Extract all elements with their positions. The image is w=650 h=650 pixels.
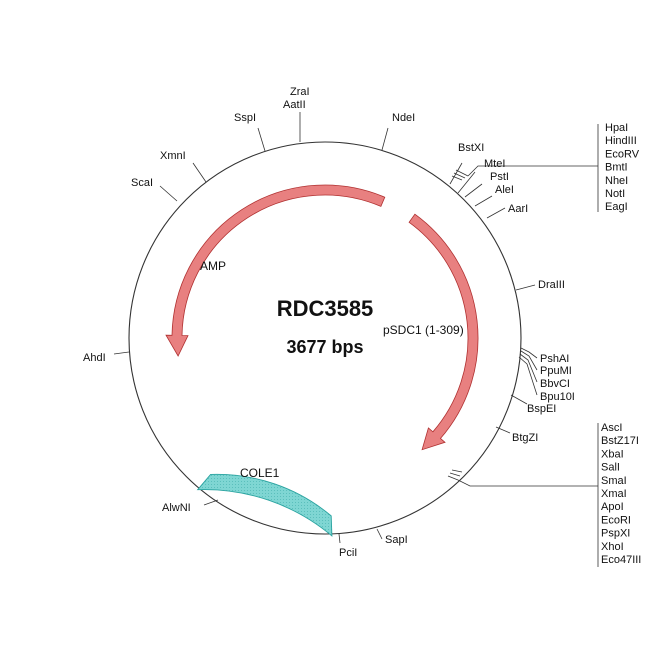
- site-tick-mtei: [457, 171, 476, 194]
- site-label-ppumi[interactable]: PpuMI: [540, 365, 572, 377]
- site-label-apoi[interactable]: ApoI: [601, 501, 624, 513]
- site-tick-psti: [464, 183, 483, 198]
- site-tick-aari: [486, 207, 506, 219]
- leader-ppumi: [520, 350, 538, 371]
- site-label-hindiii[interactable]: HindIII: [605, 135, 637, 147]
- feature-label-cole1: COLE1: [240, 466, 280, 480]
- site-label-xmai[interactable]: XmaI: [601, 488, 627, 500]
- site-label-bbvci[interactable]: BbvCI: [540, 378, 570, 390]
- site-tick-bspei: [510, 394, 528, 405]
- site-label-hpai[interactable]: HpaI: [605, 122, 628, 134]
- site-tick-ahdi: [113, 351, 130, 355]
- map-subtitle: 3677 bps: [286, 337, 363, 357]
- site-lines: [113, 112, 599, 567]
- site-tick-sspi: [257, 127, 266, 152]
- site-label-pspxi[interactable]: PspXI: [601, 528, 630, 540]
- site-tick-sapi: [376, 528, 383, 540]
- site-tick-xmni: [192, 162, 207, 183]
- site-label-mtei[interactable]: MteI: [484, 158, 505, 170]
- psdc1-feature-arrow[interactable]: [408, 213, 479, 451]
- group-top-leaders: [451, 124, 599, 212]
- cole1-feature-box[interactable]: [196, 473, 333, 537]
- site-label-eco47iii[interactable]: Eco47III: [601, 554, 641, 566]
- site-label-pshai[interactable]: PshAI: [540, 353, 569, 365]
- site-tick-scai: [159, 185, 178, 202]
- amp-feature-arrow[interactable]: [165, 184, 386, 357]
- site-label-xbai[interactable]: XbaI: [601, 448, 624, 460]
- site-label-bstxi[interactable]: BstXI: [458, 142, 484, 154]
- site-label-alwni[interactable]: AlwNI: [162, 502, 191, 514]
- site-label-smai[interactable]: SmaI: [601, 475, 627, 487]
- site-label-psti[interactable]: PstI: [490, 171, 509, 183]
- plasmid-backbone: [128, 141, 522, 535]
- group-bottom-leaders: [447, 423, 599, 567]
- site-label-sapi[interactable]: SapI: [385, 534, 408, 546]
- leader-bpu10i: [518, 356, 538, 396]
- map-title: RDC3585: [277, 296, 374, 321]
- site-label-ahdi[interactable]: AhdI: [83, 352, 106, 364]
- site-label-bpu10i[interactable]: Bpu10I: [540, 391, 575, 403]
- site-label-eagi[interactable]: EagI: [605, 201, 628, 213]
- site-tick-alei: [474, 195, 493, 207]
- site-label-noti[interactable]: NotI: [605, 188, 625, 200]
- site-label-pcii[interactable]: PciI: [339, 547, 357, 559]
- site-label-bmti[interactable]: BmtI: [605, 162, 628, 174]
- site-tick-draiii: [515, 284, 536, 291]
- leader-pshai: [520, 347, 538, 359]
- site-label-sspi[interactable]: SspI: [234, 112, 256, 124]
- site-label-asci[interactable]: AscI: [601, 422, 622, 434]
- site-tick-pcii: [338, 533, 341, 544]
- site-label-xmni[interactable]: XmnI: [160, 150, 186, 162]
- site-label-ndei[interactable]: NdeI: [392, 112, 415, 124]
- site-tick-ndei: [381, 127, 389, 151]
- site-label-scai[interactable]: ScaI: [131, 177, 153, 189]
- site-label-nhei[interactable]: NheI: [605, 175, 628, 187]
- site-label-bspei[interactable]: BspEI: [527, 403, 556, 415]
- feature-label-psdc1: pSDC1 (1-309): [383, 323, 464, 337]
- site-label-aari[interactable]: AarI: [508, 203, 528, 215]
- site-tick-btgzi: [495, 426, 511, 434]
- site-label-zrai[interactable]: ZraI: [290, 86, 310, 98]
- site-label-aatii[interactable]: AatII: [283, 99, 306, 111]
- site-label-ecori[interactable]: EcoRI: [601, 514, 631, 526]
- site-label-bstz17i[interactable]: BstZ17I: [601, 435, 639, 447]
- site-label-btgzi[interactable]: BtgZI: [512, 432, 538, 444]
- feature-label-amp: AMP: [200, 259, 226, 273]
- site-label-alei[interactable]: AleI: [495, 184, 514, 196]
- site-tick-alwni: [203, 499, 219, 506]
- leader-bbvci: [519, 353, 538, 383]
- site-label-xhoi[interactable]: XhoI: [601, 541, 624, 553]
- site-label-sali[interactable]: SalI: [601, 462, 620, 474]
- site-label-ecorv[interactable]: EcoRV: [605, 148, 640, 160]
- site-label-draiii[interactable]: DraIII: [538, 279, 565, 291]
